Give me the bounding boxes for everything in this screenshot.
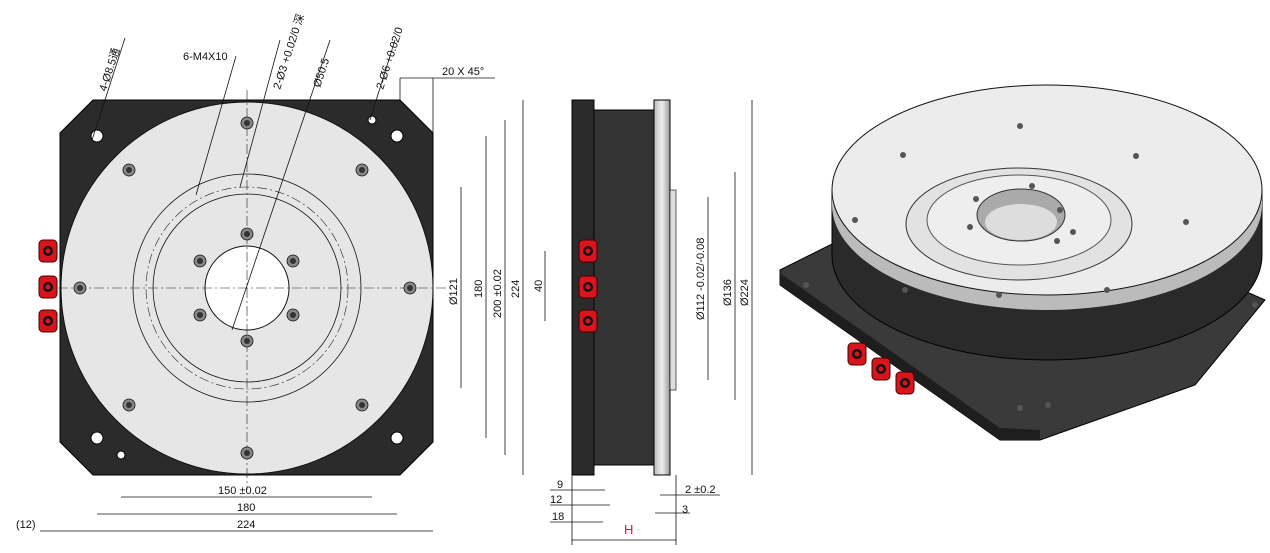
dim-136: Ø136 [722, 279, 734, 306]
dim-224-h: 224 [237, 519, 255, 531]
dim-224-v: 224 [510, 280, 522, 298]
dim-12: 12 [550, 494, 562, 506]
dim-112: Ø112 -0.02/-0.08 [695, 238, 707, 320]
dim-height: H [624, 522, 633, 537]
mounting-holes [90, 115, 404, 460]
vertical-dimensions: Ø121 180 200 ±0.02 224 [448, 100, 524, 475]
callout-threaded: 6-M4X10 [183, 51, 228, 63]
callout-pin-large: 2-Ø6 +0.02/0 [374, 26, 405, 91]
dim-2: 2 ±0.2 [685, 484, 716, 496]
dim-180-h: 180 [237, 502, 255, 514]
dim-9: 9 [557, 479, 563, 491]
horizontal-dimensions: 150 ±0.02 180 224 (12) [16, 485, 433, 532]
side-view: 40 Ø112 -0.02/-0.08 Ø136 Ø224 9 12 18 2 … [533, 99, 753, 545]
dim-12-ref: (12) [16, 519, 36, 531]
dim-40: 40 [533, 280, 545, 292]
dim-224-side: Ø224 [739, 279, 751, 306]
dim-121: Ø121 [448, 278, 460, 305]
callout-through-holes: 4-Ø8.5通 [96, 46, 122, 92]
callout-chamfer: 20 X 45° [442, 66, 484, 78]
isometric-view [779, 84, 1266, 441]
callout-pin-small: 2-Ø3 +0.02/0 深 [270, 12, 307, 91]
dim-3: 3 [682, 504, 688, 516]
dim-180-v: 180 [473, 280, 485, 298]
cable-connectors [38, 239, 58, 333]
front-view: 4-Ø8.5通 6-M4X10 2-Ø3 +0.02/0 深 Ø50.5 2-Ø… [16, 12, 524, 532]
dim-200: 200 ±0.02 [492, 269, 504, 318]
callout-bore: Ø50.5 [311, 57, 332, 89]
dim-18: 18 [552, 511, 564, 523]
dim-150: 150 ±0.02 [218, 485, 267, 497]
